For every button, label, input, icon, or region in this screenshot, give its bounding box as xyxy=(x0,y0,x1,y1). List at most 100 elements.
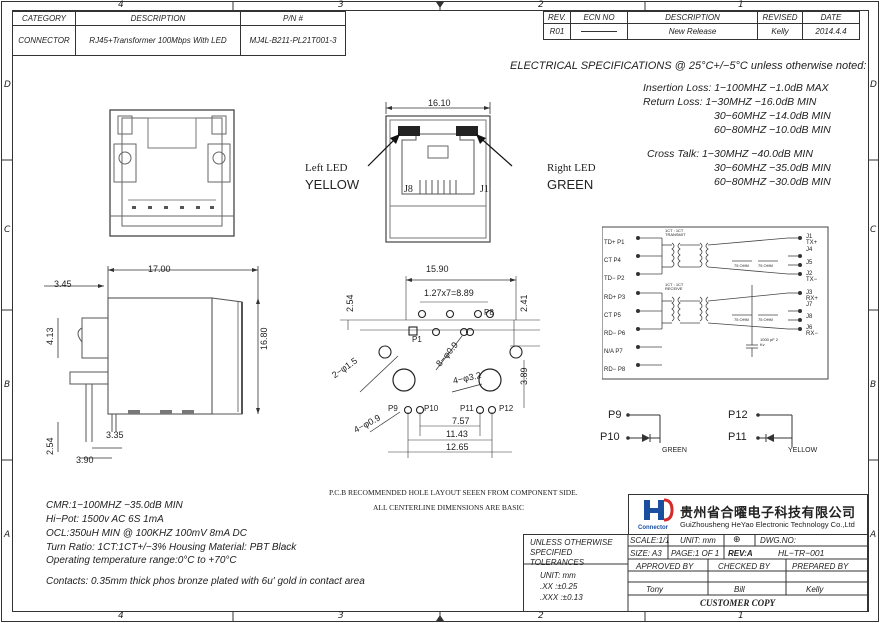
left-pin-2: TD− P2 xyxy=(604,276,625,283)
customer-copy: CUSTOMER COPY xyxy=(700,598,776,608)
side-dim-390: 3.90 xyxy=(76,455,94,465)
page-count: PAGE:1 OF 1 xyxy=(671,549,720,558)
zone-letter-right-a: A xyxy=(870,530,877,540)
right-pin-j4: J4 xyxy=(806,247,813,253)
transformer-schematic xyxy=(602,226,829,380)
right-pin-j7: J7 xyxy=(806,302,813,308)
part-category: CONNECTOR xyxy=(12,25,76,56)
tolerance-unit: UNIT: mm xyxy=(540,571,576,580)
pin-j1-label: J1 xyxy=(480,184,489,195)
part-number-table: CATEGORY DESCRIPTION P/N # CONNECTOR RJ4… xyxy=(12,11,346,56)
zone-letter-left-b: B xyxy=(4,380,11,390)
pcb-width-dim: 15.90 xyxy=(426,264,449,274)
checked-name: Bill xyxy=(734,585,745,594)
zone-letter-left-d: D xyxy=(4,80,11,90)
spec-return-loss-1: Return Loss: 1−30MHZ −16.0dB MIN xyxy=(643,96,817,108)
note-contacts: Contacts: 0.35mm thick phos bronze plate… xyxy=(46,576,365,587)
note-hipot: Hi−Pot: 1500v AC 6S 1mA xyxy=(46,514,164,525)
resistor-label-2: 75 OHM xyxy=(758,263,773,268)
revision-table: REV. ECN NO DESCRIPTION REVISED DATE R01… xyxy=(543,11,860,40)
part-number: MJ4L-B211-PL21T001-3 xyxy=(240,25,346,56)
spec-insertion-loss: Insertion Loss: 1−100MHZ −1.0dB MAX xyxy=(643,82,829,94)
capacitor-label: 1000 pF 2 Kv xyxy=(760,337,779,347)
resistor-label-1: 75 OHM xyxy=(734,263,749,268)
right-pin-j3: J3 RX+ xyxy=(806,290,818,302)
checked-by-label: CHECKED BY xyxy=(718,562,771,571)
front-width-dim: 16.10 xyxy=(428,98,451,108)
spec-cross-talk-2: 30−60MHZ −35.0dB MIN xyxy=(714,162,831,174)
zone-number-bottom-3: 3 xyxy=(338,611,344,621)
spec-cross-talk-1: Cross Talk: 1−30MHZ −40.0dB MIN xyxy=(647,148,813,160)
pcb-pitch-dim: 1.27x7=8.89 xyxy=(424,288,474,298)
zone-number-top-3: 3 xyxy=(338,0,344,10)
sheet-size: SIZE: A3 xyxy=(630,549,662,558)
tolerance-title: UNLESS OTHERWISE SPECIFIED TOLERANCES xyxy=(530,538,613,567)
led-p12-label: P12 xyxy=(728,409,748,421)
pin-j8-label: J8 xyxy=(404,184,413,195)
left-pin-6: RD− P6 xyxy=(604,331,626,338)
pcb-layout xyxy=(340,276,540,458)
left-pin-5: CT P5 xyxy=(604,312,621,319)
pcb-label-p12: P12 xyxy=(499,404,514,413)
left-pin-8: RD− P8 xyxy=(604,367,626,374)
pcb-note-1: P.C.B RECOMMENDED HOLE LAYOUT SEEEN FROM… xyxy=(329,488,578,497)
zone-letter-right-c: C xyxy=(870,225,877,235)
spec-return-loss-3: 60−80MHZ −10.0dB MIN xyxy=(714,124,831,136)
company-name-cn: 贵州省合曜电子科技有限公司 xyxy=(680,506,856,521)
pcb-label-p11: P11 xyxy=(460,404,474,413)
left-led-label: Left LED xyxy=(305,162,348,174)
left-pin-1: TD+ P1 xyxy=(604,240,625,246)
right-led-label: Right LED xyxy=(547,162,596,174)
prepared-name: Kelly xyxy=(806,585,824,594)
left-pin-3: RD+ P3 xyxy=(604,294,626,301)
prepared-by-label: PREPARED BY xyxy=(792,562,849,571)
resistor-label-4: 75 OHM xyxy=(758,317,773,322)
unit-label: UNIT: mm xyxy=(680,536,716,545)
right-pin-j6: J6 RX− xyxy=(806,325,818,337)
side-dim-335: 3.35 xyxy=(106,430,124,440)
revision-label: REV:A xyxy=(728,549,753,558)
schematic-left-pins: TD+ P1 CT P4 TD− P2 RD+ P3 CT P5 RD− P6 … xyxy=(604,234,625,380)
right-led-color: GREEN xyxy=(547,177,594,192)
side-dim-345: 3.45 xyxy=(54,279,72,289)
top-view xyxy=(109,109,235,237)
led-green-label: GREEN xyxy=(662,447,687,454)
right-pin-j5: J5 xyxy=(806,260,813,266)
dwg-label: DWG.NO: xyxy=(760,536,796,545)
right-pin-j8: J8 xyxy=(806,314,813,320)
pcb-label-p8: P8 xyxy=(484,308,494,317)
led-p9-label: P9 xyxy=(608,409,622,421)
transmit-label: 1CT : 1CT TRANSMIT xyxy=(665,228,686,237)
zone-letter-right-d: D xyxy=(870,80,877,90)
logo-text: Connector xyxy=(638,525,668,531)
side-view xyxy=(44,266,260,459)
led-schematic xyxy=(626,413,793,447)
pcb-label-p10: P10 xyxy=(424,404,439,413)
dwg-number: HL−TR−001 xyxy=(778,548,825,558)
zone-letter-right-b: B xyxy=(870,380,877,390)
company-logo xyxy=(644,498,674,522)
zone-number-bottom-1: 1 xyxy=(738,611,744,621)
pcb-dim-1265: 12.65 xyxy=(446,442,469,452)
part-description: RJ45+Transformer 100Mbps With LED xyxy=(75,25,241,56)
note-cmr: CMR:1−100MHZ −35.0dB MIN xyxy=(46,500,183,511)
pcb-label-p9: P9 xyxy=(388,404,398,413)
pcb-label-p1: P1 xyxy=(412,335,422,344)
tolerance-xx: .XX :±0.25 xyxy=(540,582,578,591)
pcb-dim-757: 7.57 xyxy=(452,416,470,426)
left-pin-4: CT P4 xyxy=(604,258,621,265)
led-p10-label: P10 xyxy=(600,431,620,443)
zone-number-top-2: 2 xyxy=(538,0,544,10)
right-pin-j2: J2 TX− xyxy=(806,271,818,283)
right-pin-j1: J1 TX+ xyxy=(806,234,818,246)
zone-number-bottom-4: 4 xyxy=(118,611,124,621)
spec-return-loss-2: 30−60MHZ −14.0dB MIN xyxy=(714,110,831,122)
left-led-color: YELLOW xyxy=(305,177,360,192)
zone-letter-left-a: A xyxy=(4,530,11,540)
company-name-en: GuiZhousheng HeYao Electronic Technology… xyxy=(680,520,855,529)
zone-number-top-1: 1 xyxy=(738,0,744,10)
note-operating-temp: Operating temperature range:0°C to +70°C xyxy=(46,555,237,566)
note-ocl: OCL:350uH MIN @ 100KHZ 100mV 8mA DC xyxy=(46,528,247,539)
